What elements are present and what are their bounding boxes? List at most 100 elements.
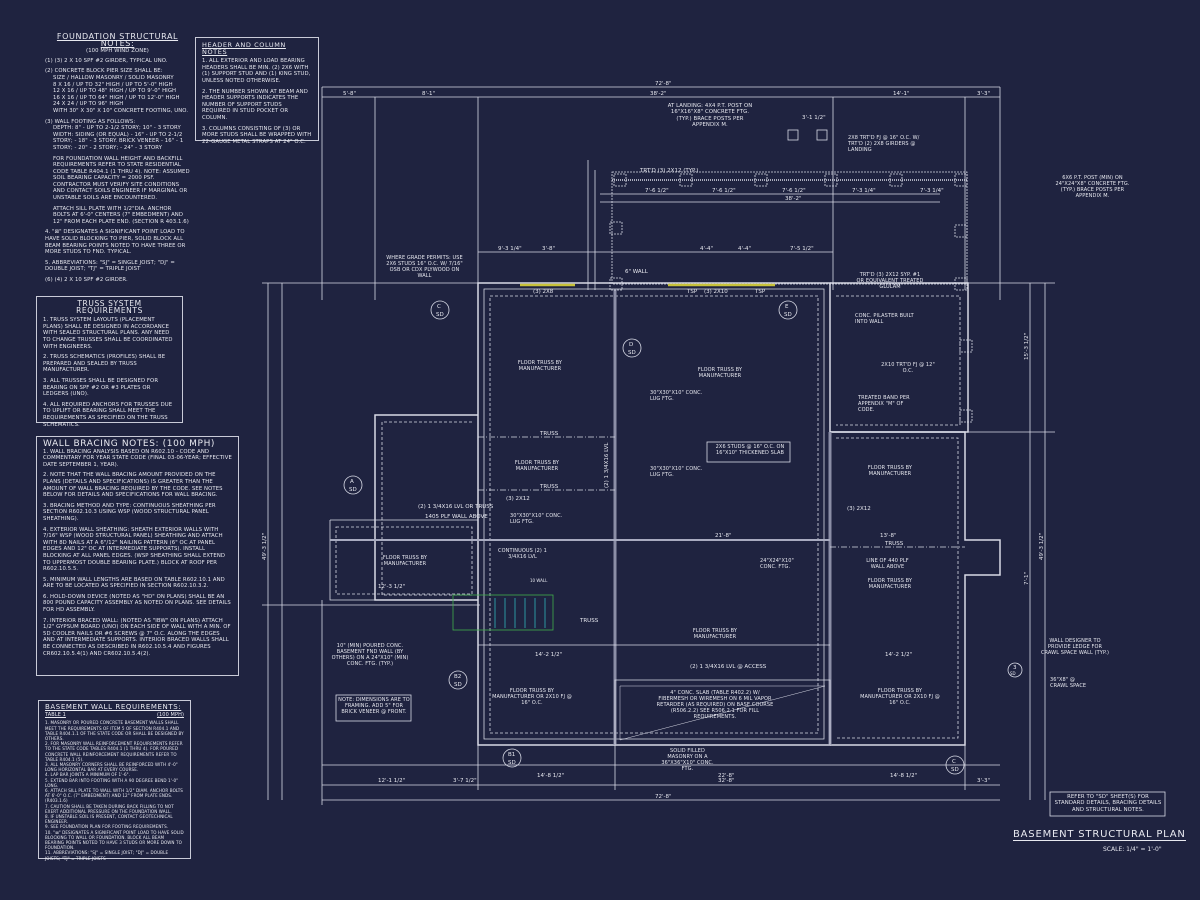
dimension: 5'-8"	[343, 91, 356, 97]
note-item: 2. For masonry wall reinforcement requir…	[45, 741, 183, 762]
glulam-label: or equivalent treated glulam	[856, 278, 924, 290]
dimension: 38'-2"	[785, 196, 802, 202]
floor-truss-label: Floor truss by manufacturer	[517, 360, 563, 372]
foundation-notes-subtitle: (100 MPH Wind Zone)	[86, 48, 149, 55]
band-label: Treated band per appendix "M" of code.	[858, 395, 910, 413]
note-item: 5. Extend bar into footing with a 90 deg…	[45, 777, 179, 788]
continuous-lvl-label: Continuous (2) 1 3/4x16 LVL	[498, 548, 547, 560]
dimension: 14'-1"	[893, 91, 910, 97]
dimension: 14'-8 1/2"	[890, 773, 917, 779]
dimension: 7'-3 1/4"	[920, 188, 944, 194]
dimension: 7'-3 1/4"	[852, 188, 876, 194]
dimension: 3'-3"	[977, 91, 990, 97]
section-sheet: SD	[951, 767, 959, 773]
dimension: 38'-2"	[650, 91, 667, 97]
trtd-syp-label: TRT'D (3) 2x12 SYP. #1	[859, 272, 921, 278]
note-item: 24 x 24 / Up to 96" High	[53, 101, 124, 108]
section-sheet: SD	[454, 682, 462, 688]
note-item: 3. All masonry corners shall be reinforc…	[45, 762, 178, 773]
floor-truss-label: Floor truss by manufacturer	[867, 465, 913, 477]
masonry-note: Solid filled masonry on a 36"x36"x10" co…	[661, 748, 714, 772]
dimension: 9'-3 1/4"	[498, 246, 522, 252]
fj-right-label: 2x10 TRT'D FJ @ 12" o.c.	[881, 362, 935, 374]
foundation-notes-title: Foundation Structural Notes:	[56, 32, 179, 48]
note-item: 3. All trusses shall be designed for bea…	[43, 377, 159, 398]
note-item: 4. "⊠" designates a significant point lo…	[45, 229, 186, 256]
basement-table-label: Table 1	[45, 712, 66, 719]
dimension: 3'-7 1/2"	[453, 778, 477, 784]
note-item: 16 x 16 / Up to 64" High / Up to 12'-0" …	[53, 94, 180, 101]
lvl-label: (2) 1 3/4x16 LVL or truss	[418, 504, 494, 510]
floor-truss-label: Floor truss by manufacturer	[697, 367, 743, 379]
note-item: 7. Caution shall be taken during back fi…	[45, 803, 174, 814]
beam-label: (3) 2x8	[533, 289, 554, 295]
section-sheet: SD	[1010, 671, 1016, 676]
note-item: 3. Columns consisting of (3) or more stu…	[202, 125, 312, 145]
truss-label: Truss	[539, 484, 559, 490]
footing-label: 30"x30"x10" conc. lug ftg.	[650, 466, 703, 478]
note-item: 11. Abbreviations: "SJ" = Single Joist; …	[45, 850, 169, 861]
truss-label: Truss	[539, 431, 559, 437]
note-item: 7. Interior braced wall: (noted as "IBW"…	[43, 617, 231, 657]
note-item: (6) (4) 2 x 10 SPF #2 Girder.	[45, 277, 128, 283]
dimension: 14'-2 1/2"	[535, 652, 562, 658]
post-right-note: 6x6 P.T. post (min) on 24"x24"x8" concre…	[1055, 175, 1130, 199]
note-item: 8 x 16 / Up to 32" High / Up to 5'-0" Hi…	[53, 81, 173, 88]
beam-label: (3) 2x10	[704, 289, 728, 295]
floor-truss-label: Floor truss by manufacturer	[692, 628, 738, 640]
section-sheet: SD	[436, 312, 444, 318]
dimension: 7'-6 1/2"	[645, 188, 669, 194]
dimension: 7'-1"	[1024, 572, 1030, 585]
footing-label: 30"x30"x10" conc. lug ftg.	[510, 513, 563, 525]
note-item: 12 x 16 / Up to 48" High / Up to 9'-0" H…	[53, 88, 177, 95]
dimension: 12'-1 1/2"	[378, 778, 405, 784]
floor-truss-label: Floor truss by manufacturer	[382, 555, 428, 567]
basement-wall-notes: Basement Wall Requirements: Table 1 (100…	[38, 700, 191, 861]
beam-label: (3) 2x12	[506, 496, 530, 502]
section-id: D	[629, 342, 633, 348]
section-id: B2	[454, 674, 461, 680]
note-item: 1. All exterior and load bearing headers…	[202, 58, 311, 84]
footing-label: 30"x30"x10" conc. lug ftg.	[650, 390, 703, 402]
note-item: 5. Minimum wall lengths are based on tab…	[43, 576, 225, 590]
note-item: 4. Exterior wall sheathing: sheath exter…	[43, 526, 226, 573]
basement-table-header: Table 1 (100 MPH)	[45, 712, 184, 719]
lvl-access-label: (2) 1 3/4x16 LVL @ access	[690, 664, 767, 670]
dimension: 3'-1 1/2"	[802, 115, 826, 121]
note-item: 2. Truss schematics (profiles) shall be …	[43, 354, 166, 374]
note-item: 2. Note that the wall bracing amount pro…	[43, 472, 223, 499]
section-id: B1	[508, 752, 515, 758]
note-item: Attach sill plate with 1/2"dia. anchor b…	[53, 205, 189, 225]
header-notes-title: Header and Column Notes	[202, 41, 286, 56]
dimension: 72'-8"	[655, 81, 672, 87]
note-item: With 30" x 30" x 10" concrete footing, U…	[53, 107, 189, 114]
pilaster-label: Conc. pilaster built into wall	[855, 313, 914, 325]
grade-note: Where grade permits: use 2x6 studs 16" o…	[386, 255, 463, 279]
note-item: 3. Bracing method and type: continuous s…	[43, 502, 216, 522]
note-item: 10. "⊠" designates a significant point l…	[45, 829, 184, 851]
note-item: Depth: 8" - Up to 2-1/2 story; 10" - 3 s…	[53, 125, 181, 132]
landing-note: At landing: 4x4 P.T. post on 16"x16"x8" …	[667, 103, 753, 129]
note-item: For foundation wall height and backfill …	[53, 155, 190, 202]
truss-label: Truss	[579, 618, 599, 624]
dimension: 7'-6 1/2"	[712, 188, 736, 194]
note-item: 1. Wall bracing analysis based on R602.1…	[43, 448, 232, 468]
truss-system-notes: Truss System Requirements 1. Truss syste…	[36, 296, 183, 428]
post-footings	[609, 129, 973, 423]
studs-slab-note: 2x6 studs @ 16" o.c. on 16"x10" thickene…	[715, 444, 785, 456]
plan-lines	[262, 86, 1166, 817]
section-markers	[343, 300, 1023, 775]
bracing-notes-title: Wall Bracing Notes: (100 MPH)	[43, 439, 216, 449]
note-item: 4. Lap bar joints a minimum of 1'-6".	[45, 772, 131, 778]
section-sheet: SD	[349, 487, 357, 493]
floor-truss-label: Floor truss by manufacturer or 2x10 FJ @…	[492, 688, 572, 706]
section-id: A	[350, 479, 354, 485]
floor-truss-label: Floor truss by manufacturer or 2x10 FJ @…	[860, 688, 940, 706]
note-item: (2) Concrete block pier size shall be:	[45, 68, 163, 75]
dimension: 4'-4"	[700, 246, 713, 252]
dimension: 15'-3 1/2"	[1024, 333, 1030, 360]
note-item: Size / Hallow Masonry / Solid Masonry	[53, 74, 174, 81]
dimension: 8'-1"	[422, 91, 435, 97]
